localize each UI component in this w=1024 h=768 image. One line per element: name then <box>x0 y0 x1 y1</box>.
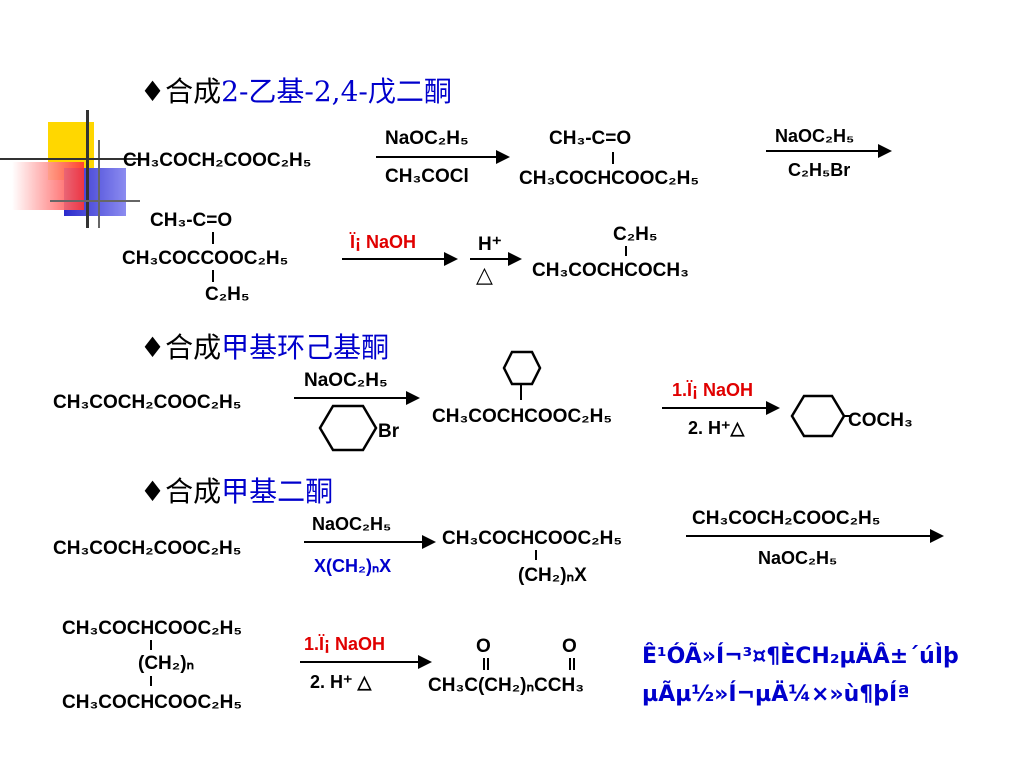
reagent-label: 1.Ï¡ NaOH <box>304 634 385 655</box>
double-bond-line <box>573 658 575 670</box>
reagent-label: 2. H⁺△ <box>688 418 745 438</box>
deco-hline <box>0 158 140 160</box>
explanatory-note-line1: Ê¹ÓÃ»Í¬³¤¶ÈCH₂µÄÂ±´úÌþ <box>642 644 959 669</box>
heading-prefix: 合成 <box>165 331 222 364</box>
substituent-label: C₂H₅ <box>205 284 250 305</box>
slide-decoration <box>0 110 140 230</box>
reagent-label: Ï¡ NaOH <box>350 232 417 252</box>
bond-line <box>625 246 627 256</box>
bond-line <box>212 270 214 282</box>
reagent-label: NaOC₂H₅ <box>385 128 469 149</box>
reagent-label: 2. H⁺ △ <box>310 672 372 692</box>
bond-line <box>150 640 152 650</box>
reagent-red-text: 1.Ï¡ NaOH <box>304 634 386 654</box>
bond-line <box>212 232 214 244</box>
heading-synthesis-3: ♦合成甲基二酮 <box>140 470 333 510</box>
bis-ketoester-chain: (CH₂)ₙ <box>138 653 195 674</box>
deco-vline2 <box>98 140 100 228</box>
substituent-label: C₂H₅ <box>613 224 658 245</box>
reactant-ethyl-acetoacetate: CH₃COCH₂COOC₂H₅ <box>53 538 242 559</box>
reagent-label: CH₃COCH₂COOC₂H₅ <box>692 508 881 529</box>
intermediate-compound: CH₃COCHCOOC₂H₅ <box>432 406 613 427</box>
reagent-label: 1.Ï¡ NaOH <box>672 380 754 400</box>
deco-vline <box>86 110 89 228</box>
double-bond-line <box>483 658 485 670</box>
reaction-arrow <box>300 655 432 669</box>
reaction-arrow <box>304 535 436 549</box>
final-diketone: CH₃C(CH₂)ₙCCH₃ <box>428 675 585 696</box>
reactant-ethyl-acetoacetate: CH₃COCH₂COOC₂H₅ <box>53 392 242 413</box>
reaction-arrow <box>470 252 522 266</box>
double-bond-line <box>569 658 571 670</box>
deco-hline2 <box>50 200 140 202</box>
heading-target: 甲基环己基酮 <box>221 331 390 364</box>
carbonyl-oxygen-left: O <box>476 636 491 657</box>
explanatory-note-line2: µÃµ½»Í¬µÄ¼×»ù¶þÍª <box>642 682 910 707</box>
cyclohexane-ring-icon <box>502 350 542 386</box>
bond-line <box>535 550 537 560</box>
intermediate-compound: CH₃COCHCOOC₂H₅ <box>442 528 623 549</box>
reagent-label: NaOC₂H₅ <box>304 370 388 391</box>
heading-prefix: 合成 <box>165 75 222 108</box>
reagent-label: NaOC₂H₅ <box>775 126 855 146</box>
cyclohexane-ring-icon <box>318 404 378 452</box>
carbonyl-oxygen-right: O <box>562 636 577 657</box>
reagent-label: NaOC₂H₅ <box>758 548 838 568</box>
reaction-arrow <box>342 252 458 266</box>
cyclohexane-ring-icon <box>790 394 852 438</box>
product-acetylated: CH₃COCHCOOC₂H₅ <box>519 168 700 189</box>
heading-prefix: 合成 <box>165 475 222 508</box>
heat-icon: △ <box>476 262 493 287</box>
reagent-label: X(CH₂)ₙX <box>314 556 392 576</box>
intermediate-compound: CH₃COCCOOC₂H₅ <box>122 248 289 269</box>
substituent-label: CH₃-C=O <box>549 128 632 149</box>
reaction-arrow <box>686 529 944 543</box>
acetyl-group-label: COCH₃ <box>848 410 913 431</box>
bis-ketoester-line1: CH₃COCHCOOC₂H₅ <box>62 618 243 639</box>
bullet-icon: ♦ <box>140 475 166 508</box>
reagent-label: C₂H₅Br <box>788 160 851 180</box>
substituent-label: CH₃-C=O <box>150 210 233 231</box>
heading-synthesis-2: ♦合成甲基环己基酮 <box>140 326 389 366</box>
reagent-label: NaOC₂H₅ <box>312 514 392 534</box>
reagent-label: H⁺ <box>478 234 502 255</box>
heading-target: 甲基二酮 <box>221 475 334 508</box>
bullet-icon: ♦ <box>140 331 166 364</box>
heading-synthesis-1: ♦合成2-乙基-2,4-戊二酮 <box>140 70 452 110</box>
bond-line <box>520 384 522 400</box>
reaction-arrow <box>376 150 510 164</box>
reaction-arrow <box>294 391 420 405</box>
reagent-label: CH₃COCl <box>385 166 469 187</box>
final-product: CH₃COCHCOCH₃ <box>532 260 689 281</box>
bis-ketoester-line3: CH₃COCHCOOC₂H₅ <box>62 692 243 713</box>
reaction-arrow <box>766 144 892 158</box>
reactant-ethyl-acetoacetate: CH₃COCH₂COOC₂H₅ <box>123 150 312 171</box>
reaction-arrow <box>662 401 780 415</box>
bromine-label: Br <box>378 421 400 442</box>
bond-line <box>612 152 614 164</box>
heading-target: 2-乙基-2,4-戊二酮 <box>221 75 452 108</box>
double-bond-line <box>487 658 489 670</box>
bullet-icon: ♦ <box>140 75 166 108</box>
deco-red-square <box>12 162 84 210</box>
substituent-label: (CH₂)ₙX <box>518 565 587 586</box>
bond-line <box>150 676 152 686</box>
